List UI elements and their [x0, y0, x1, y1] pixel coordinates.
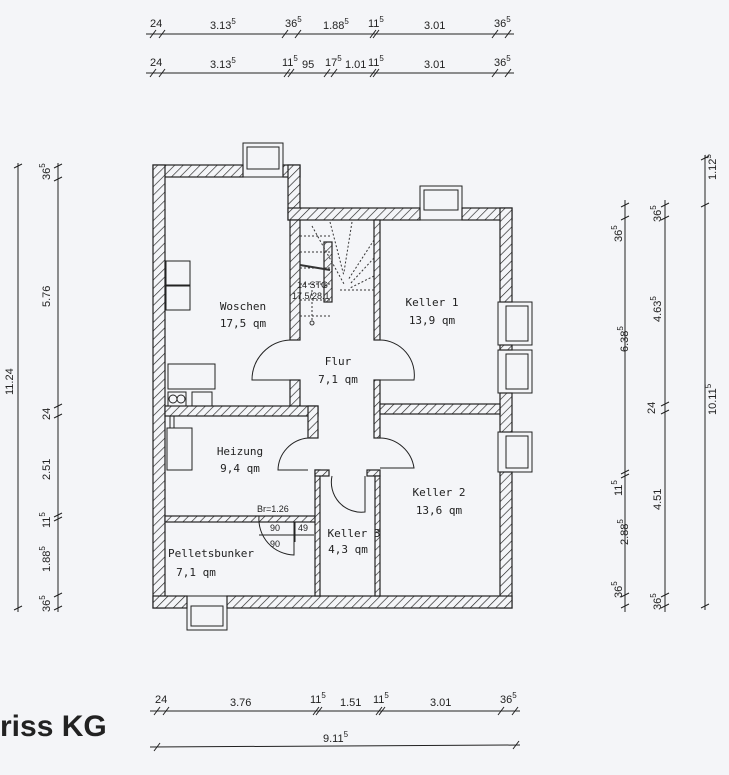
svg-text:5.76: 5.76 [41, 286, 53, 307]
svg-text:365: 365 [38, 163, 53, 180]
windows [186, 142, 533, 631]
room-heizung-area: 9,4 qm [220, 462, 260, 475]
svg-text:175: 175 [325, 54, 342, 69]
walls [152, 164, 513, 609]
svg-text:115: 115 [610, 480, 625, 496]
svg-text:3.135: 3.135 [210, 17, 236, 32]
svg-text:24: 24 [646, 402, 658, 414]
svg-text:365: 365 [38, 595, 53, 612]
dimension-left: 11.24 365 5.76 24 2.51 115 1.885 365 [4, 163, 63, 612]
svg-text:115: 115 [38, 512, 53, 528]
svg-text:3.01: 3.01 [430, 697, 451, 709]
door-width-2: 90 [270, 539, 280, 549]
room-pelletsbunker-name: Pelletsbunker [168, 547, 254, 560]
svg-text:2.885: 2.885 [616, 519, 631, 545]
svg-text:1.51: 1.51 [340, 697, 361, 709]
svg-text:115: 115 [282, 54, 298, 69]
svg-text:365: 365 [649, 593, 664, 610]
room-keller3-name: Keller 3 [328, 527, 381, 540]
doors[interactable] [251, 339, 415, 556]
svg-text:3.76: 3.76 [230, 697, 251, 709]
room-heizung-name: Heizung [217, 445, 263, 458]
svg-text:24: 24 [41, 408, 53, 420]
room-keller1-name: Keller 1 [406, 296, 459, 309]
plan-title: riss KG [0, 710, 107, 743]
svg-text:1.885: 1.885 [323, 17, 349, 32]
svg-text:24: 24 [155, 694, 167, 706]
room-pelletsbunker-area: 7,1 qm [176, 566, 216, 579]
room-keller3-area: 4,3 qm [328, 543, 368, 556]
width-annotation: Br=1.26 [257, 504, 289, 514]
door-width-3: 49 [298, 523, 308, 533]
svg-text:3.01: 3.01 [424, 20, 445, 32]
dimension-top-row-1: 24 3.135 365 1.885 115 3.01 365 [146, 15, 514, 39]
room-keller2-area: 13,6 qm [416, 504, 463, 517]
svg-text:3.01: 3.01 [424, 59, 445, 71]
dimension-bottom-row-1: 24 3.76 115 1.51 115 3.01 365 [150, 691, 520, 716]
svg-text:10.115: 10.115 [704, 383, 719, 415]
dimension-bottom-row-2: 9.115 [149, 730, 521, 752]
svg-text:3.135: 3.135 [210, 56, 236, 71]
svg-text:95: 95 [302, 59, 314, 71]
svg-text:115: 115 [368, 54, 384, 69]
svg-text:365: 365 [500, 691, 517, 706]
door-width-1: 90 [270, 523, 280, 533]
svg-text:24: 24 [150, 57, 162, 69]
svg-text:4.635: 4.635 [649, 296, 664, 322]
svg-text:2.51: 2.51 [41, 459, 53, 480]
svg-text:115: 115 [368, 15, 384, 30]
svg-text:1.885: 1.885 [38, 546, 53, 572]
svg-text:365: 365 [494, 15, 511, 30]
room-flur-name: Flur [325, 355, 352, 368]
svg-text:115: 115 [373, 691, 389, 706]
svg-text:24: 24 [150, 18, 162, 30]
svg-text:365: 365 [649, 205, 664, 222]
dimension-right: 365 6.385 115 2.885 365 365 4.635 24 4.5… [610, 154, 719, 612]
svg-text:365: 365 [610, 581, 625, 598]
staircase [299, 221, 375, 326]
room-woschen-area: 17,5 qm [220, 317, 267, 330]
svg-text:365: 365 [285, 15, 302, 30]
svg-text:365: 365 [494, 54, 511, 69]
fixtures [165, 260, 314, 542]
svg-text:1.01: 1.01 [345, 59, 366, 71]
svg-text:9.115: 9.115 [323, 730, 349, 745]
svg-text:6.385: 6.385 [616, 326, 631, 352]
dimension-top-row-2: 24 3.135 115 95 175 1.01 115 3.01 365 [146, 54, 514, 78]
stair-steps-label: 14 STG [297, 280, 328, 290]
room-woschen-name: Woschen [220, 300, 266, 313]
room-keller1-area: 13,9 qm [409, 314, 456, 327]
room-flur-area: 7,1 qm [318, 373, 358, 386]
room-keller2-name: Keller 2 [413, 486, 466, 499]
svg-text:4.51: 4.51 [652, 489, 664, 510]
stair-ratio-label: 17.5/28.1 [292, 291, 330, 301]
svg-text:365: 365 [610, 225, 625, 242]
svg-text:11.24: 11.24 [4, 368, 16, 395]
svg-text:1.125: 1.125 [704, 154, 719, 180]
svg-text:115: 115 [310, 691, 326, 706]
